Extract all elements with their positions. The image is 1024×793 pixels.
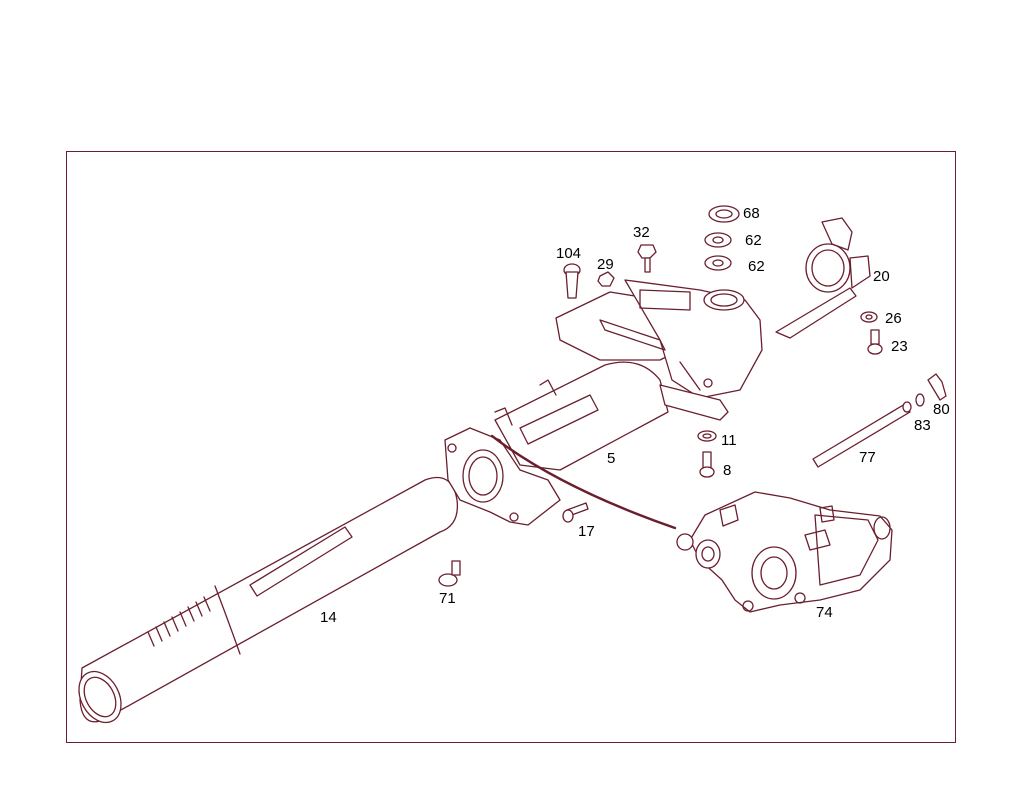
part-68-circlip (708, 205, 740, 223)
part-62-washer-lower (704, 255, 732, 271)
part-74-motor (676, 491, 893, 613)
part-14-tube (78, 476, 459, 724)
callout-5: 5 (607, 450, 615, 467)
part-29-nut (597, 271, 615, 287)
part-80-clip (927, 373, 947, 401)
callout-104: 104 (556, 245, 581, 262)
part-83-ring (915, 393, 925, 407)
callout-68: 68 (743, 205, 760, 222)
callout-32: 32 (633, 224, 650, 241)
part-32-bolt (637, 244, 657, 273)
part-71-fastener (438, 560, 461, 587)
callout-8: 8 (723, 462, 731, 479)
part-77-rod (812, 401, 912, 468)
callout-14: 14 (320, 609, 337, 626)
callout-62: 62 (745, 232, 762, 249)
part-26-washer (860, 311, 878, 323)
part-17-screw (562, 502, 589, 523)
callout-83: 83 (914, 417, 931, 434)
callout-29: 29 (597, 256, 614, 273)
part-11-washer (697, 430, 717, 442)
callout-20: 20 (873, 268, 890, 285)
callout-77: 77 (859, 449, 876, 466)
part-8-screw (699, 451, 715, 478)
callout-17: 17 (578, 523, 595, 540)
part-62-washer-upper (704, 232, 732, 248)
motor-cable (490, 434, 677, 530)
callout-71: 71 (439, 590, 456, 607)
callout-62: 62 (748, 258, 765, 275)
diagram-frame (66, 151, 956, 743)
part-23-screw (867, 329, 883, 355)
callout-26: 26 (885, 310, 902, 327)
part-5-column-housing (444, 279, 763, 526)
callout-80: 80 (933, 401, 950, 418)
part-104-screw (563, 263, 581, 299)
part-20-clamp (775, 217, 871, 339)
callout-11: 11 (721, 432, 737, 449)
callout-74: 74 (816, 604, 833, 621)
callout-23: 23 (891, 338, 908, 355)
